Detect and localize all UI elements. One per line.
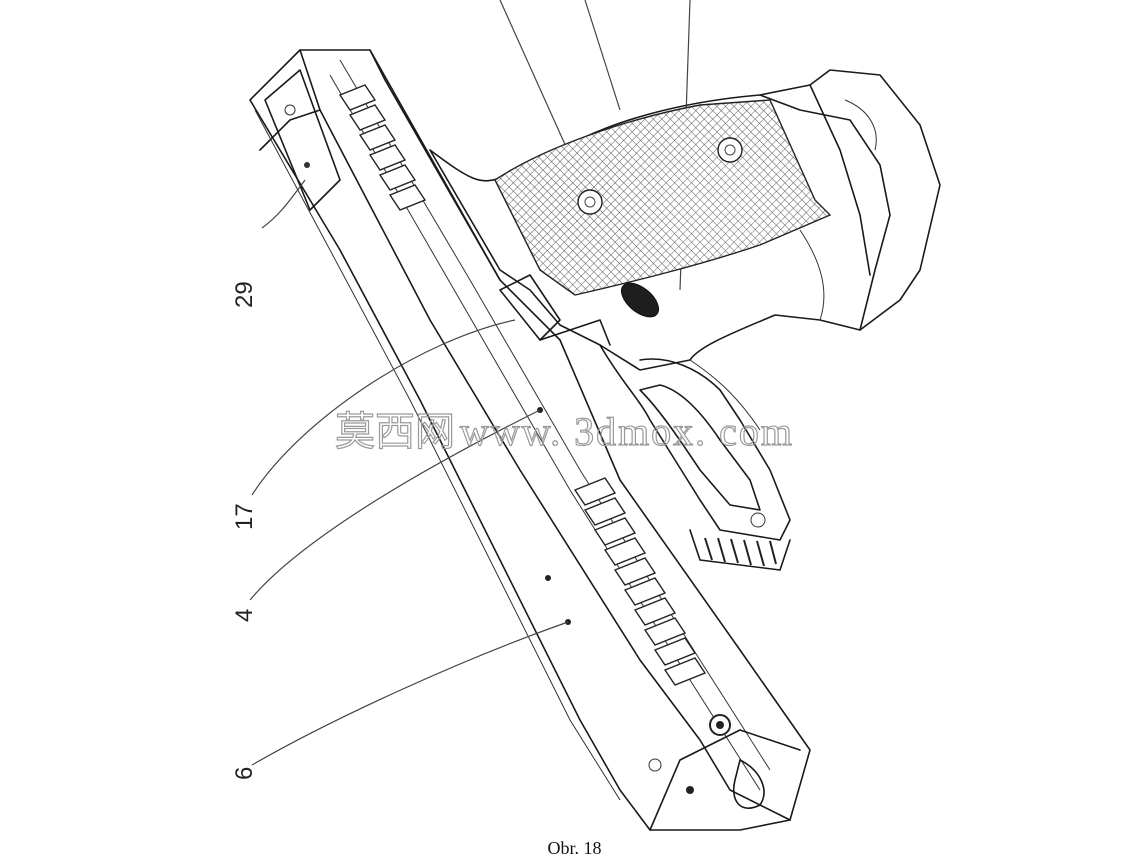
figure-caption: Obr. 18: [547, 838, 602, 858]
trigger-guard: [599, 344, 791, 571]
part-label-4: 4: [231, 609, 258, 622]
magazine-release: [620, 282, 660, 318]
label-leaders: [249, 179, 569, 766]
grip-screw-bottom: [577, 189, 603, 215]
front-serrations: [573, 477, 707, 686]
grip-screw-top: [717, 137, 743, 163]
part-label-6: 6: [231, 767, 258, 780]
watermark-url: www. 3dmox. com: [460, 409, 794, 454]
watermark-cn: 莫西网: [335, 409, 455, 455]
part-label-17: 17: [231, 503, 258, 530]
grip-frame: [429, 69, 941, 431]
slide-stop-lever: [499, 274, 611, 346]
rear-serrations: [338, 84, 427, 211]
part-label-29: 29: [231, 281, 258, 308]
grip-panel: [494, 99, 832, 296]
slide: [249, 49, 811, 831]
